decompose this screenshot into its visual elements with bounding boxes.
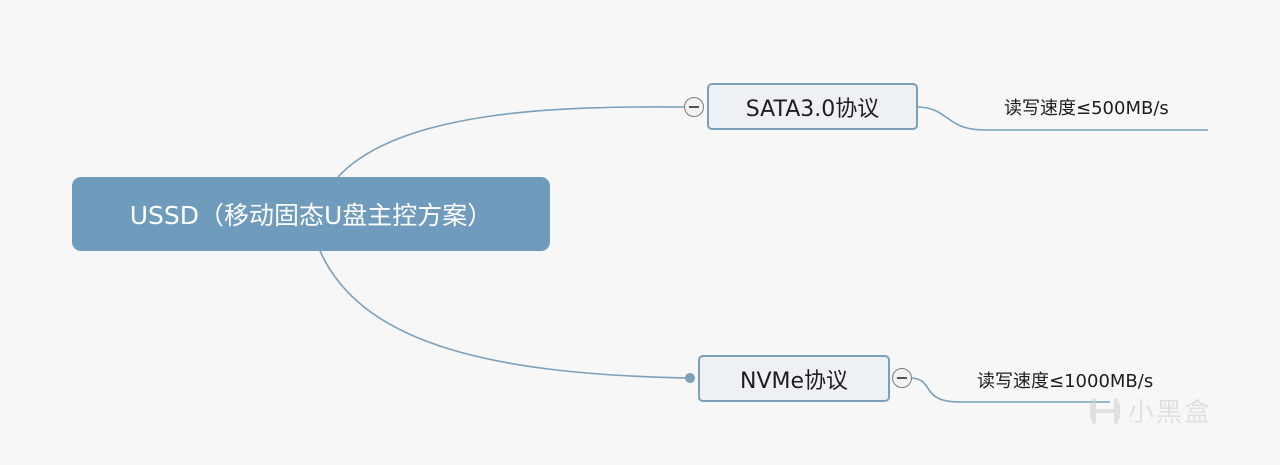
watermark: 小黑盒 [1088, 392, 1212, 429]
subtopic-sata-speed[interactable]: 读写速度≤500MB/s [1004, 98, 1169, 119]
collapse-nvme-icon[interactable] [892, 368, 912, 388]
topic-sata-label: SATA3.0协议 [745, 96, 880, 122]
topic-sata[interactable]: SATA3.0协议 [707, 83, 918, 130]
root-topic-label: USSD（移动固态U盘主控方案） [129, 201, 493, 230]
watermark-text: 小黑盒 [1128, 398, 1213, 428]
connector-root-to-sata [337, 106, 685, 178]
connector-sata-to-speed [917, 106, 1208, 131]
connector-root-to-nvme [319, 250, 689, 379]
topic-nvme-label: NVMe协议 [739, 368, 849, 394]
topic-nvme[interactable]: NVMe协议 [698, 355, 890, 402]
heybox-logo-icon [1090, 397, 1120, 424]
attach-point-dot [685, 373, 695, 383]
root-topic[interactable]: USSD（移动固态U盘主控方案） [72, 177, 550, 251]
subtopic-nvme-speed[interactable]: 读写速度≤1000MB/s [977, 371, 1154, 392]
connector-nvme-to-speed [911, 377, 1110, 403]
collapse-sata-icon[interactable] [684, 97, 704, 117]
